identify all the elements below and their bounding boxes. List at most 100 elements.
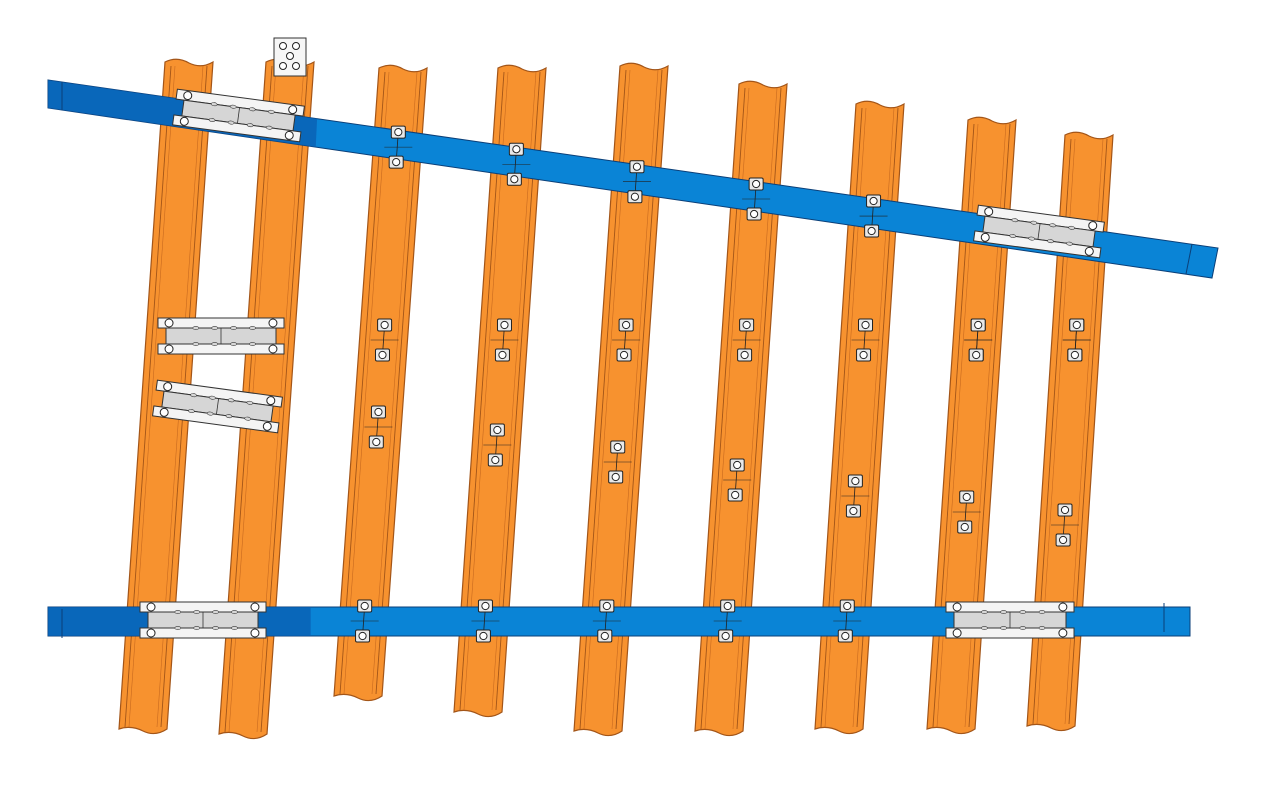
fishplate-slot xyxy=(246,400,254,405)
fishplate-bolt xyxy=(1088,221,1098,231)
clip-bolt xyxy=(500,320,509,330)
fishplate-bolt xyxy=(164,318,174,328)
fastener-clip-upper xyxy=(748,177,764,191)
fastener-clip-upper xyxy=(839,599,855,613)
clip-bolt xyxy=(380,320,389,330)
fishplate-slot xyxy=(265,125,273,130)
fishplate-mid-left-2 xyxy=(152,379,283,434)
fishplate-slot xyxy=(244,416,251,421)
clip-bolt xyxy=(632,162,642,171)
fishplate-slot xyxy=(192,326,200,330)
fishplate-slot xyxy=(211,342,219,346)
fishplate-slot xyxy=(1019,626,1027,630)
fishplate-slot xyxy=(1028,236,1035,241)
clip-bolt xyxy=(869,196,878,206)
fastener-clip-lower xyxy=(718,629,734,643)
fastener-clip-lower xyxy=(968,348,984,362)
fastener-clip-lower xyxy=(737,348,753,362)
fishplate-bar-lower xyxy=(973,230,1102,259)
fishplate-slot xyxy=(981,626,988,630)
clip-bolt xyxy=(358,631,367,641)
clip-bolt xyxy=(613,442,622,452)
fishplate-slot xyxy=(188,409,195,413)
fishplate-bolt xyxy=(163,382,173,392)
rail-end-cap-line xyxy=(1185,243,1193,275)
fishplate-bolt xyxy=(1058,602,1068,612)
fastener-clip-upper xyxy=(496,318,512,332)
fishplate-bar-lower xyxy=(152,405,280,434)
clip-bolt xyxy=(481,601,490,611)
clip-bolt xyxy=(1058,535,1068,545)
fastener-clip-lower xyxy=(957,520,973,534)
sleeper-groove-line xyxy=(463,71,509,711)
fastener-clip-upper xyxy=(1069,318,1085,332)
clip-bolt xyxy=(731,490,740,500)
clip-bolt xyxy=(851,476,860,486)
clip-bolt xyxy=(491,455,500,465)
fastener-clip-upper xyxy=(847,474,863,488)
sleeper-groove-line xyxy=(375,71,422,695)
clip-bolt xyxy=(619,350,629,360)
clip-bolt xyxy=(479,631,488,641)
clip-bolt xyxy=(602,601,611,611)
fishplate-bolt xyxy=(179,116,189,126)
sleeper-groove-line xyxy=(371,71,418,695)
clip-bolt xyxy=(721,631,730,641)
fastener-clip-lower xyxy=(597,629,613,643)
fastener-clip-lower xyxy=(388,155,404,169)
fastener-clip-upper xyxy=(357,599,373,613)
fastener-clip-upper xyxy=(610,440,626,454)
fishplate-joint-line xyxy=(237,107,240,124)
fastener-clip-upper xyxy=(489,423,505,437)
fishplate-slot xyxy=(268,109,275,114)
clip-bolt xyxy=(493,425,502,435)
bracket-bolt xyxy=(279,62,287,70)
sleeper-groove-line xyxy=(339,71,386,695)
fishplate-slot xyxy=(981,610,988,614)
fastener-clip-lower xyxy=(864,224,880,238)
clip-bolt xyxy=(867,226,876,236)
fastener-clip-upper xyxy=(866,194,882,208)
fastener-clip-lower xyxy=(374,348,390,362)
fishplate-top-left xyxy=(172,88,305,143)
fishplate-slot xyxy=(1038,626,1046,630)
fishplate-slot xyxy=(225,414,233,419)
fishplate-bolt xyxy=(952,628,962,638)
sleeper-body xyxy=(333,64,428,702)
fishplate-bolt xyxy=(159,407,169,417)
clip-bolt xyxy=(752,179,761,189)
fishplates-layer xyxy=(139,88,1105,639)
fishplate-slot xyxy=(1009,234,1017,238)
fastener-clip-upper xyxy=(370,405,386,419)
fishplate-slot xyxy=(246,123,254,128)
clip-bolt xyxy=(392,158,401,167)
fishplate-frame xyxy=(172,88,305,143)
fastener-clip-lower xyxy=(746,207,762,221)
fastener-clip-lower xyxy=(727,488,743,502)
fastener-clip-upper xyxy=(959,490,975,504)
fishplate-slot xyxy=(230,342,237,346)
clip-bolt xyxy=(742,320,751,330)
fishplate-slot xyxy=(1000,610,1007,614)
fishplate-bar-upper xyxy=(945,601,1075,613)
clip-bolt xyxy=(630,192,640,201)
fastener-clip-upper xyxy=(477,599,493,613)
fishplate-slot xyxy=(249,342,256,346)
clip-bolt xyxy=(974,320,983,330)
fishplate-bar-upper xyxy=(139,601,267,613)
fastener-clip-upper xyxy=(599,599,615,613)
fastener-clip-upper xyxy=(970,318,986,332)
clip-bolt xyxy=(723,601,732,611)
fishplate-frame xyxy=(139,601,267,639)
fishplate-bolt xyxy=(262,421,272,431)
clip-bolt xyxy=(962,492,971,502)
fishplate-frame xyxy=(945,601,1075,639)
fishplate-slot xyxy=(208,118,216,122)
fishplate-bolt xyxy=(284,130,294,140)
fastener-clip-upper xyxy=(729,458,745,472)
fishplate-bolt xyxy=(250,602,260,612)
fishplate-slot xyxy=(1066,241,1073,246)
fastener-clip-lower xyxy=(608,470,624,484)
fishplate-bolt xyxy=(268,318,278,328)
